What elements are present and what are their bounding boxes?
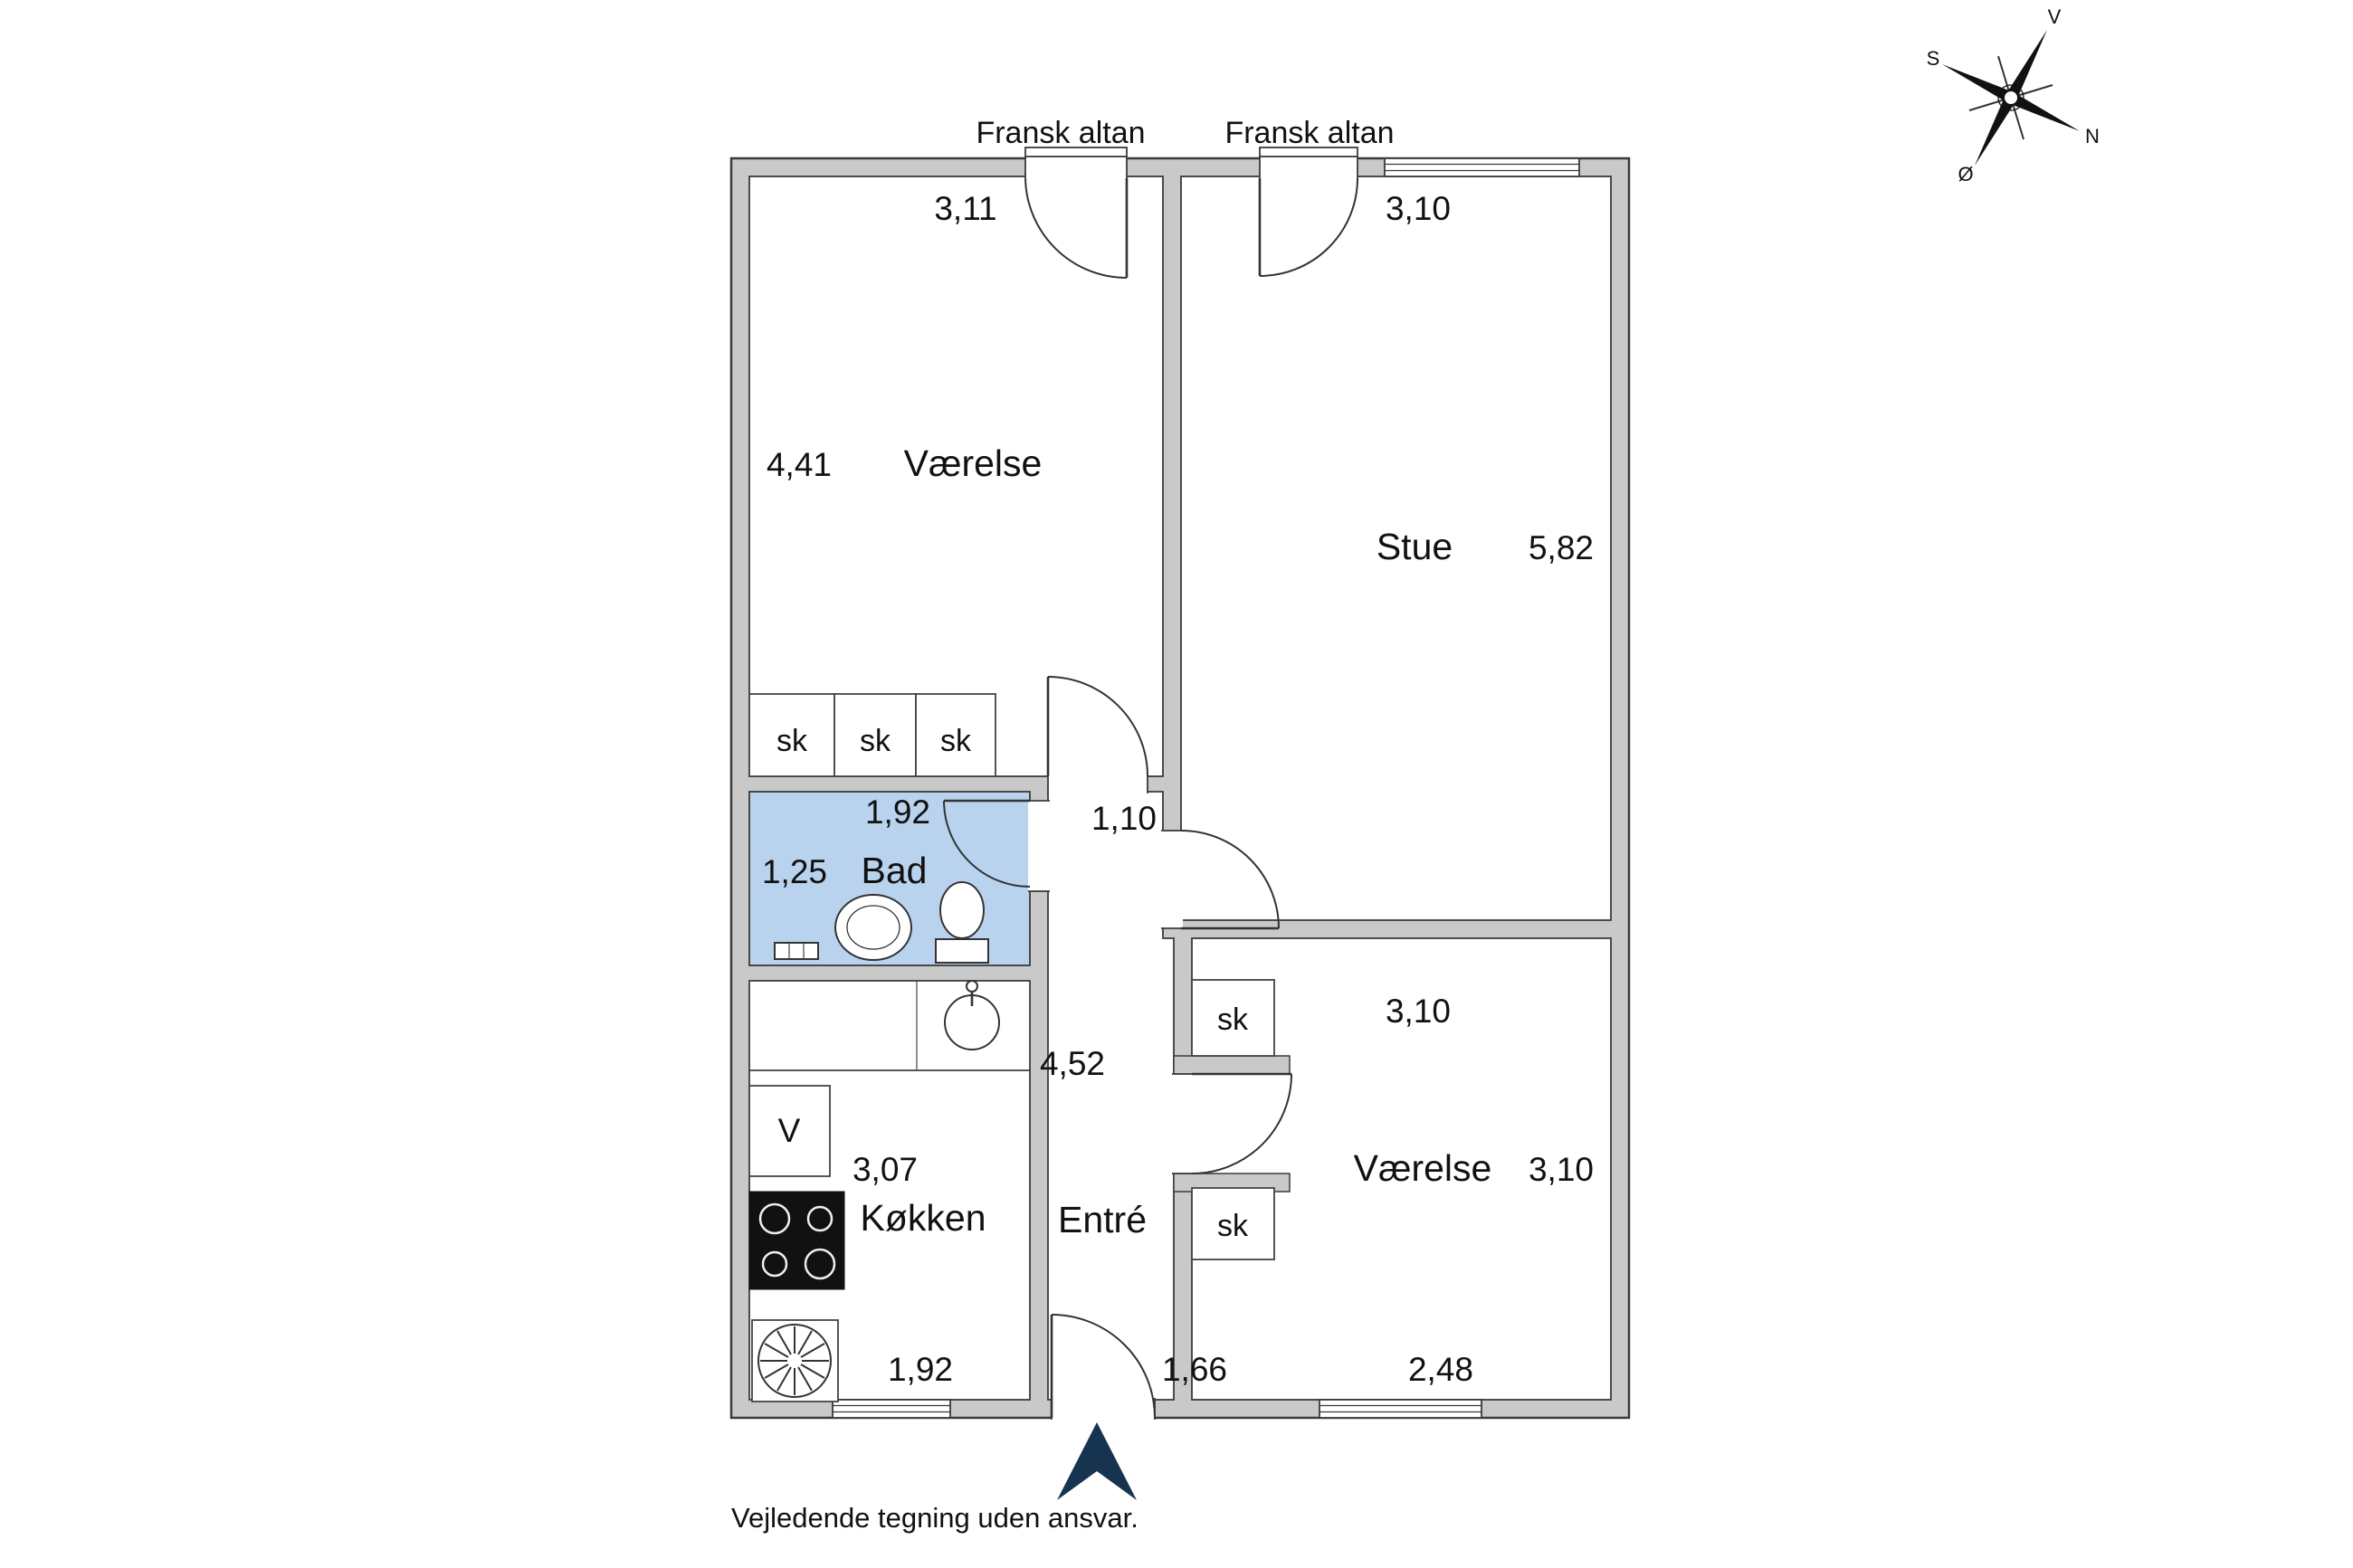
door-openings <box>1024 157 1358 1420</box>
room-vaerelse-top-floor <box>748 176 1164 777</box>
faucet-icon <box>966 980 978 993</box>
room-label-vaerelse-bottom: Værelse <box>1354 1147 1492 1189</box>
washer-label: V <box>778 1112 801 1149</box>
closet-label: sk <box>776 724 808 758</box>
closets: sk sk sk sk sk <box>748 693 1275 1260</box>
dim-stue-depth: 5,82 <box>1529 529 1594 566</box>
balcony-railing-right <box>1259 147 1358 157</box>
plan-labels: Fransk altan Fransk altan 3,11 3,10 4,41… <box>762 116 1594 1388</box>
carousel-cabinet-icon <box>757 1324 832 1398</box>
windows <box>832 157 1580 1419</box>
door-arc <box>1259 177 1358 277</box>
compass-label-west: V <box>2048 5 2062 28</box>
door-gap-entrance <box>1052 1398 1155 1420</box>
closet-box <box>748 693 835 777</box>
dim-entre-top-width: 1,10 <box>1091 800 1157 837</box>
compass-needle-north <box>2008 92 2080 131</box>
room-label-stue: Stue <box>1377 526 1453 567</box>
door-arc <box>1191 1073 1292 1174</box>
door-gap-balcony-right <box>1260 157 1358 178</box>
compass-hub <box>2003 90 2019 106</box>
compass-needle-west <box>2005 30 2047 100</box>
toilet-tank-icon <box>935 938 989 964</box>
balcony-label-right: Fransk altan <box>1224 116 1394 150</box>
door-arc <box>943 800 1031 888</box>
window-vaerelse-bottom <box>1319 1399 1482 1419</box>
compass-needle-south <box>1942 64 2014 103</box>
bath-sink-icon <box>834 894 912 961</box>
burner-icon <box>804 1248 836 1280</box>
disclaimer-text: Vejledende tegning uden ansvar. <box>731 1502 1138 1534</box>
wall-stub <box>1173 1055 1291 1075</box>
burner-icon <box>761 1250 788 1278</box>
washer-box <box>748 1085 831 1177</box>
room-label-entre: Entré <box>1058 1199 1147 1240</box>
closet-label: sk <box>860 724 891 758</box>
bath-sink-basin <box>846 905 900 950</box>
entrance-arrow-icon <box>1057 1422 1137 1500</box>
compass-label-east: Ø <box>1958 163 1973 185</box>
compass-needle-east <box>1975 95 2016 166</box>
dim-entre-bottom-width: 1,66 <box>1162 1351 1227 1388</box>
kitchen-fixtures: V <box>748 980 1031 1402</box>
door-arc <box>1051 1314 1156 1419</box>
closet-label: sk <box>1217 1209 1249 1243</box>
balcony-label-left: Fransk altan <box>976 116 1145 150</box>
doors <box>943 177 1358 1419</box>
dim-koekken-depth: 3,07 <box>853 1151 918 1188</box>
window-koekken <box>832 1399 951 1419</box>
dim-stue-width: 3,10 <box>1386 190 1451 227</box>
closet-box <box>1191 1187 1275 1260</box>
closet-box <box>915 693 996 777</box>
compass-label-north: N <box>2085 125 2100 147</box>
burner-icon <box>758 1202 791 1235</box>
compass-label-south: S <box>1927 47 1940 70</box>
dim-vaerelse-top-depth: 4,41 <box>767 446 832 483</box>
dim-koekken-width: 1,92 <box>888 1351 953 1388</box>
toilet-bowl-icon <box>939 881 985 939</box>
room-label-vaerelse-top: Værelse <box>904 442 1043 484</box>
burner-icon <box>806 1205 834 1232</box>
compass-rose: V S N Ø <box>1927 5 2100 185</box>
door-gap-vaerelse-top <box>1048 774 1148 794</box>
carousel-spokes <box>760 1326 829 1395</box>
dim-bad-depth: 1,25 <box>762 853 827 890</box>
dim-bad-width: 1,92 <box>865 794 930 831</box>
bath-fixtures <box>774 881 989 964</box>
dim-entre-length: 4,52 <box>1040 1045 1105 1082</box>
door-arc <box>1180 830 1280 929</box>
dim-vaerelse-bottom-bottom-width: 2,48 <box>1408 1351 1473 1388</box>
door-gap-balcony-left <box>1025 157 1127 178</box>
door-gap-stue <box>1161 831 1183 928</box>
room-label-koekken: Køkken <box>861 1197 986 1239</box>
dim-vaerelse-bottom-top-width: 3,10 <box>1386 993 1451 1030</box>
closet-label: sk <box>1217 1003 1249 1037</box>
room-entre-floor <box>1047 791 1175 1401</box>
dim-vaerelse-top-width: 3,11 <box>934 190 996 227</box>
dim-vaerelse-bottom-depth: 3,10 <box>1529 1151 1594 1188</box>
door-gap-bad <box>1028 801 1050 891</box>
door-arc <box>1024 177 1128 279</box>
bath-accessory-icon <box>774 942 819 960</box>
door-gap-vaerelse-bottom <box>1172 1074 1194 1174</box>
door-arc <box>1047 676 1148 777</box>
closet-box <box>1191 979 1275 1057</box>
balcony-railing-left <box>1024 147 1128 157</box>
window-stue <box>1384 157 1580 177</box>
closet-label: sk <box>940 724 972 758</box>
compass-ring <box>1997 84 2024 111</box>
room-label-bad: Bad <box>862 850 928 891</box>
